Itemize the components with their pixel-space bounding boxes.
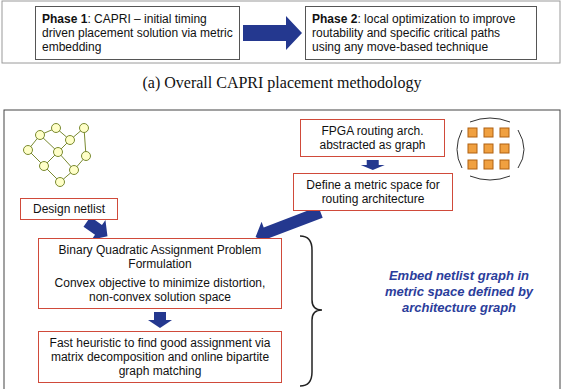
grid-arc [518, 130, 524, 168]
block-arrow [148, 312, 172, 328]
grid-cell [468, 144, 477, 153]
process-box: FPGA routing arch. abstracted as graph [300, 119, 445, 157]
panel-frame [4, 110, 560, 389]
box-text: FPGA routing arch. abstracted as graph [306, 124, 439, 152]
grid-cell [484, 160, 493, 169]
phase-frame [2, 1, 560, 63]
grid-arc [470, 176, 510, 180]
grid-cell [500, 160, 509, 169]
phase-box: Phase 1: CAPRI – initial timing driven p… [35, 6, 240, 60]
process-box: Design netlist [20, 198, 118, 220]
block-arrow [83, 217, 107, 240]
bold-prefix: Phase 1 [42, 12, 87, 26]
bold-prefix: Phase 2 [312, 12, 357, 26]
grid-cell [468, 160, 477, 169]
box-body-text: Convex objective to minimize distortion,… [45, 276, 275, 304]
box-text: Define a metric space for routing archit… [299, 178, 447, 206]
grid-cell [468, 128, 477, 137]
process-box: Binary Quadratic Assignment Problem Form… [38, 238, 282, 309]
process-box: Fast heuristic to find good assignment v… [38, 331, 282, 383]
block-arrow [361, 160, 385, 170]
box-text: Fast heuristic to find good assignment v… [45, 336, 275, 378]
netlist-graph-icon [24, 124, 91, 187]
brace [300, 236, 322, 386]
grid-cell [500, 144, 509, 153]
figure-caption: (a) Overall CAPRI placement methodology [0, 74, 564, 92]
grid-cell [484, 144, 493, 153]
block-arrow [243, 16, 302, 50]
grid-cell [484, 128, 493, 137]
phase-box: Phase 2: local optimization to improve r… [305, 6, 537, 60]
process-box: Define a metric space for routing archit… [293, 173, 453, 211]
grid-cell [500, 128, 509, 137]
grid-arc [457, 130, 462, 168]
grid-arc [470, 118, 510, 122]
box-text: Phase 1: CAPRI – initial timing driven p… [42, 12, 233, 54]
routing-grid-icon [457, 118, 524, 180]
box-text: Binary Quadratic Assignment Problem Form… [45, 243, 275, 271]
box-text: Phase 2: local optimization to improve r… [312, 12, 530, 54]
annotation-label: Embed netlist graph in metric space defi… [368, 268, 550, 316]
box-text: Design netlist [26, 202, 112, 216]
